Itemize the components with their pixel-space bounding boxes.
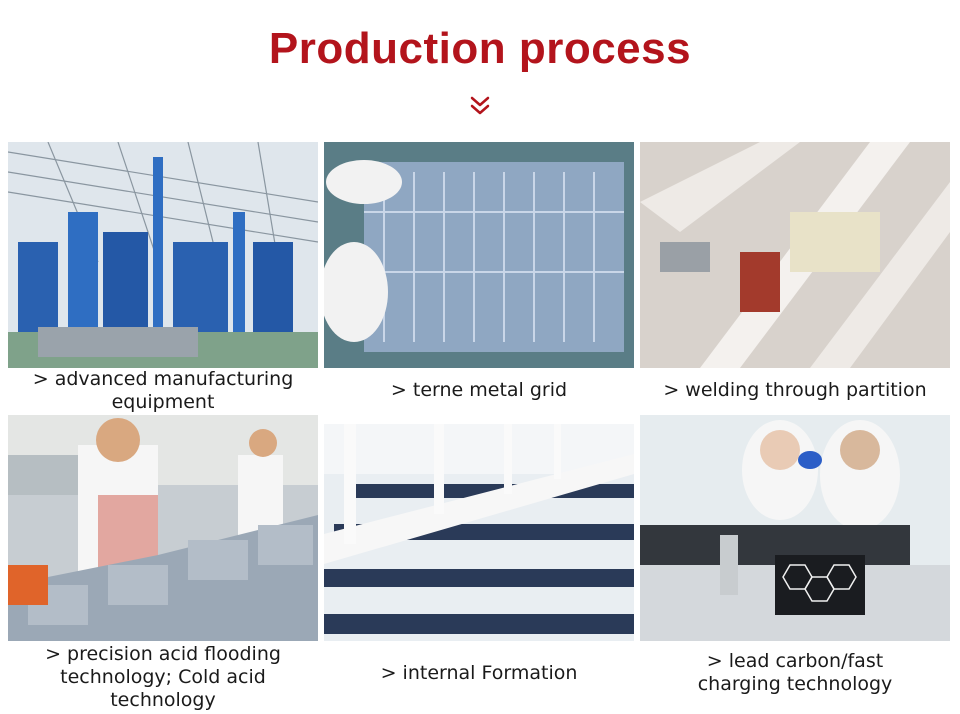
step-caption-terne-metal-grid: > terne metal grid — [324, 379, 634, 402]
precision-acid-flooding-photo — [8, 415, 318, 641]
caption-line: technology — [110, 689, 216, 711]
step-caption-internal-formation: > internal Formation — [324, 662, 634, 685]
welding-through-partition-photo — [640, 142, 950, 368]
step-caption-welding-through-partition: > welding through partition — [635, 379, 955, 402]
step-caption-lead-carbon-fast-charging: > lead carbon/fast charging technology — [640, 650, 950, 696]
lead-carbon-fast-charging-photo — [640, 415, 950, 641]
caption-line: > precision acid flooding — [45, 643, 281, 665]
terne-metal-grid-photo — [324, 142, 634, 368]
internal-formation-photo — [324, 424, 634, 641]
double-chevron-down-icon — [470, 96, 490, 115]
step-caption-advanced-manufacturing-equipment: > advanced manufacturing equipment — [8, 368, 318, 414]
caption-line: > advanced manufacturing — [32, 368, 294, 390]
caption-line: > terne metal grid — [390, 379, 568, 401]
caption-line: charging technology — [697, 673, 893, 695]
caption-line: equipment — [111, 391, 215, 413]
step-caption-precision-acid-flooding: > precision acid flooding technology; Co… — [8, 643, 318, 712]
page-title: Production process — [268, 24, 692, 73]
caption-line: > welding through partition — [663, 379, 927, 401]
caption-line: technology; Cold acid — [60, 666, 266, 688]
advanced-manufacturing-equipment-photo — [8, 142, 318, 368]
caption-line: > lead carbon/fast — [706, 650, 884, 672]
caption-line: > internal Formation — [380, 662, 578, 684]
